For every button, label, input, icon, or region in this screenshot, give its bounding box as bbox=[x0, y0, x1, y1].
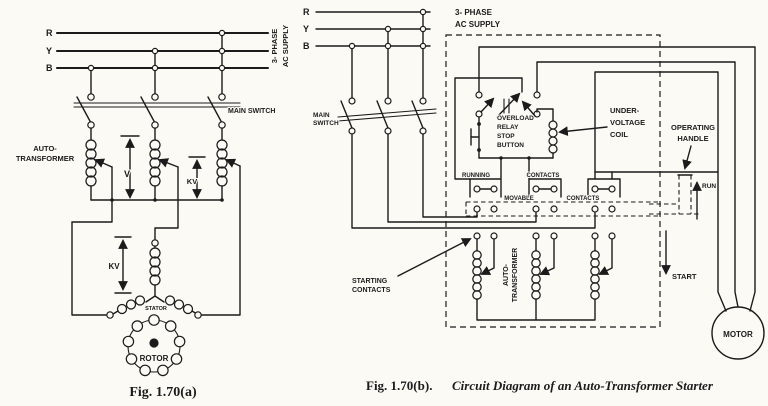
phase-feed-wires bbox=[351, 133, 596, 229]
fig-a: R Y B 3- PHASE AC SUPPLY MAIN SWITCH AUT… bbox=[15, 24, 291, 400]
supply-lines-a bbox=[55, 29, 270, 95]
phase-y-label-a: Y bbox=[46, 46, 52, 56]
operating-handle-label-line2: HANDLE bbox=[677, 134, 708, 143]
movable-contact-bar bbox=[465, 201, 658, 217]
supply-label-a-line2: AC SUPPLY bbox=[281, 25, 290, 67]
overload-label-line3: STOP bbox=[497, 133, 515, 140]
tap-wires-a bbox=[71, 158, 241, 316]
kv-upper-arrow bbox=[188, 156, 206, 199]
starting-contacts-pointer bbox=[397, 238, 472, 277]
movable-contacts-label: CONTACTS bbox=[567, 196, 600, 202]
caption-fig-b-number: Fig. 1.70(b). bbox=[366, 378, 432, 393]
fig-b: R Y B 3- PHASE AC SUPPLY MAIN SWITCH bbox=[302, 6, 765, 393]
starting-contacts-and-transformer bbox=[472, 232, 616, 321]
main-switch-label-a: MAIN SWITCH bbox=[228, 108, 275, 115]
rotor-label: ROTOR bbox=[140, 354, 169, 363]
supply-label-a-line1: 3- PHASE bbox=[270, 29, 279, 64]
motor bbox=[711, 306, 765, 360]
control-circuit bbox=[454, 46, 756, 312]
v-label: V bbox=[124, 169, 130, 179]
phase-b-label-b: B bbox=[303, 41, 310, 51]
v-arrow bbox=[120, 135, 140, 199]
motor-label: MOTOR bbox=[723, 330, 753, 339]
start-label: START bbox=[672, 272, 697, 281]
starting-label-line1: STARTING bbox=[352, 278, 388, 285]
kv-upper-label: KV bbox=[187, 177, 197, 186]
rotor bbox=[122, 314, 186, 377]
running-contacts bbox=[469, 157, 621, 198]
caption-fig-b-title: Circuit Diagram of an Auto-Transformer S… bbox=[452, 378, 714, 393]
kv-lower-label: KV bbox=[108, 262, 120, 271]
auto-transformer-label-b-line1: AUTO- bbox=[503, 263, 510, 286]
under-voltage-label-line3: COIL bbox=[610, 130, 628, 139]
movable-label: MOVABLE bbox=[504, 196, 534, 202]
overload-label-line1: OVERLOAD bbox=[497, 115, 534, 122]
kv-lower-arrow bbox=[114, 236, 132, 294]
under-voltage-label-line1: UNDER- bbox=[610, 106, 640, 115]
starting-label-line2: CONTACTS bbox=[352, 287, 391, 294]
phase-y-label-b: Y bbox=[303, 24, 309, 34]
main-switch-label-b-line2: SWITCH bbox=[313, 120, 339, 127]
under-voltage-coil bbox=[536, 108, 558, 159]
stop-button bbox=[470, 116, 481, 159]
main-switch-label-b-line1: MAIN bbox=[313, 112, 330, 119]
main-switch-a bbox=[73, 93, 241, 129]
caption-fig-a: Fig. 1.70(a) bbox=[129, 385, 197, 400]
auto-transformer-coils-a bbox=[85, 127, 228, 202]
supply-label-b-line1: 3- PHASE bbox=[455, 8, 493, 17]
auto-transformer-label-a-line1: AUTO- bbox=[33, 144, 57, 153]
running-label: RUNNING bbox=[462, 173, 490, 179]
supply-lines-b bbox=[315, 8, 431, 99]
operating-handle-label-line1: OPERATING bbox=[671, 123, 715, 132]
overload-label-line4: BUTTON bbox=[497, 142, 524, 149]
phase-b-label-a: B bbox=[46, 63, 53, 73]
stator-label: STATOR bbox=[145, 306, 167, 312]
overload-label-line2: RELAY bbox=[497, 124, 519, 131]
phase-r-label-a: R bbox=[46, 28, 53, 38]
auto-transformer-label-b-line2: TRANSFORMER bbox=[512, 248, 519, 302]
under-voltage-pointer bbox=[558, 126, 608, 137]
supply-label-b-line2: AC SUPPLY bbox=[455, 20, 501, 29]
series-coil-a bbox=[145, 239, 165, 303]
operating-handle bbox=[649, 145, 702, 275]
starter-enclosure-dashed-box bbox=[445, 34, 661, 328]
running-contacts-label: CONTACTS bbox=[527, 173, 560, 179]
stator bbox=[106, 295, 202, 319]
phase-r-label-b: R bbox=[303, 7, 310, 17]
auto-transformer-label-a-line2: TRANSFORMER bbox=[16, 154, 75, 163]
main-switch-b bbox=[337, 97, 437, 135]
under-voltage-label-line2: VOLTAGE bbox=[610, 118, 645, 127]
run-label: RUN bbox=[702, 183, 716, 190]
